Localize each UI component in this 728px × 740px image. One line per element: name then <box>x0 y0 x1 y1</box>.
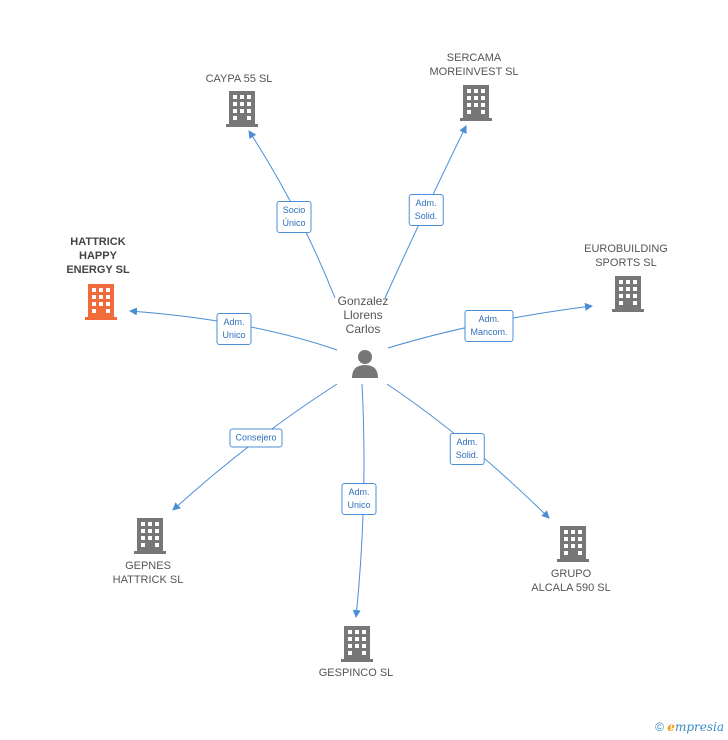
brand-name: mpresia <box>674 720 724 734</box>
brand-footer[interactable]: © empresia <box>655 720 724 734</box>
relation-label-sercama[interactable]: Adm. Solid. <box>408 194 444 226</box>
company-label-grupo[interactable]: GRUPO ALCALA 590 SL <box>531 568 611 594</box>
building-icon-sercama[interactable] <box>460 85 492 121</box>
company-label-sercama[interactable]: SERCAMA MOREINVEST SL <box>429 52 519 78</box>
person-icon[interactable] <box>350 348 380 378</box>
building-icon-hattrick[interactable] <box>85 284 117 320</box>
building-icon-gepnes[interactable] <box>134 518 166 554</box>
relation-label-eurobuilding[interactable]: Adm. Mancom. <box>464 310 514 342</box>
brand-e-logo: e <box>667 720 675 734</box>
company-label-caypa[interactable]: CAYPA 55 SL <box>205 73 273 85</box>
relation-label-hattrick[interactable]: Adm. Unico <box>216 313 252 345</box>
company-label-eurobuilding[interactable]: EUROBUILDING SPORTS SL <box>584 243 668 269</box>
copyright-icon: © <box>655 720 664 734</box>
person-name[interactable]: Gonzalez Llorens Carlos <box>337 294 389 336</box>
building-icon-eurobuilding[interactable] <box>612 276 644 312</box>
relation-label-caypa[interactable]: Socio Único <box>276 201 312 233</box>
building-icon-grupo[interactable] <box>557 526 589 562</box>
company-label-gepnes[interactable]: GEPNES HATTRICK SL <box>112 560 184 586</box>
building-icon-caypa[interactable] <box>226 91 258 127</box>
relation-label-gepnes[interactable]: Consejero <box>229 428 283 448</box>
relation-label-gespinco[interactable]: Adm. Unico <box>341 483 377 515</box>
company-label-gespinco[interactable]: GESPINCO SL <box>318 667 394 679</box>
company-label-hattrick[interactable]: HATTRICK HAPPY ENERGY SL <box>66 236 130 276</box>
relation-label-grupo[interactable]: Adm. Solid. <box>449 433 485 465</box>
building-icon-gespinco[interactable] <box>341 626 373 662</box>
